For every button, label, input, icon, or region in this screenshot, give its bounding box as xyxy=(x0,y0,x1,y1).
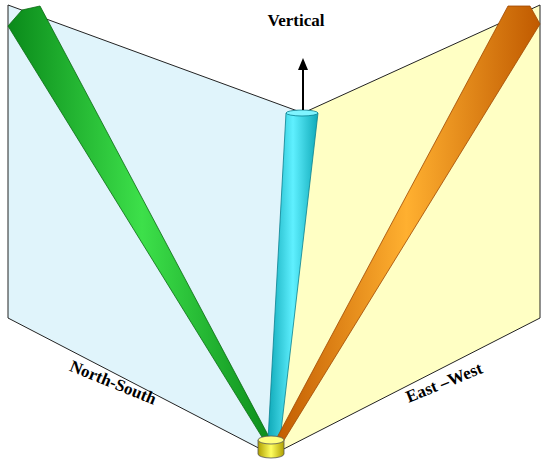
north-south-plane xyxy=(8,5,303,455)
vertical-beam-top xyxy=(286,110,318,116)
east-west-beam xyxy=(273,6,540,445)
axis-label: Vertical xyxy=(268,11,325,31)
north-south-beam xyxy=(8,6,276,450)
vertical-arrow xyxy=(302,68,304,110)
vertical-arrowhead xyxy=(298,58,308,70)
antenna-top xyxy=(258,436,284,444)
east-west-plane xyxy=(272,5,540,455)
